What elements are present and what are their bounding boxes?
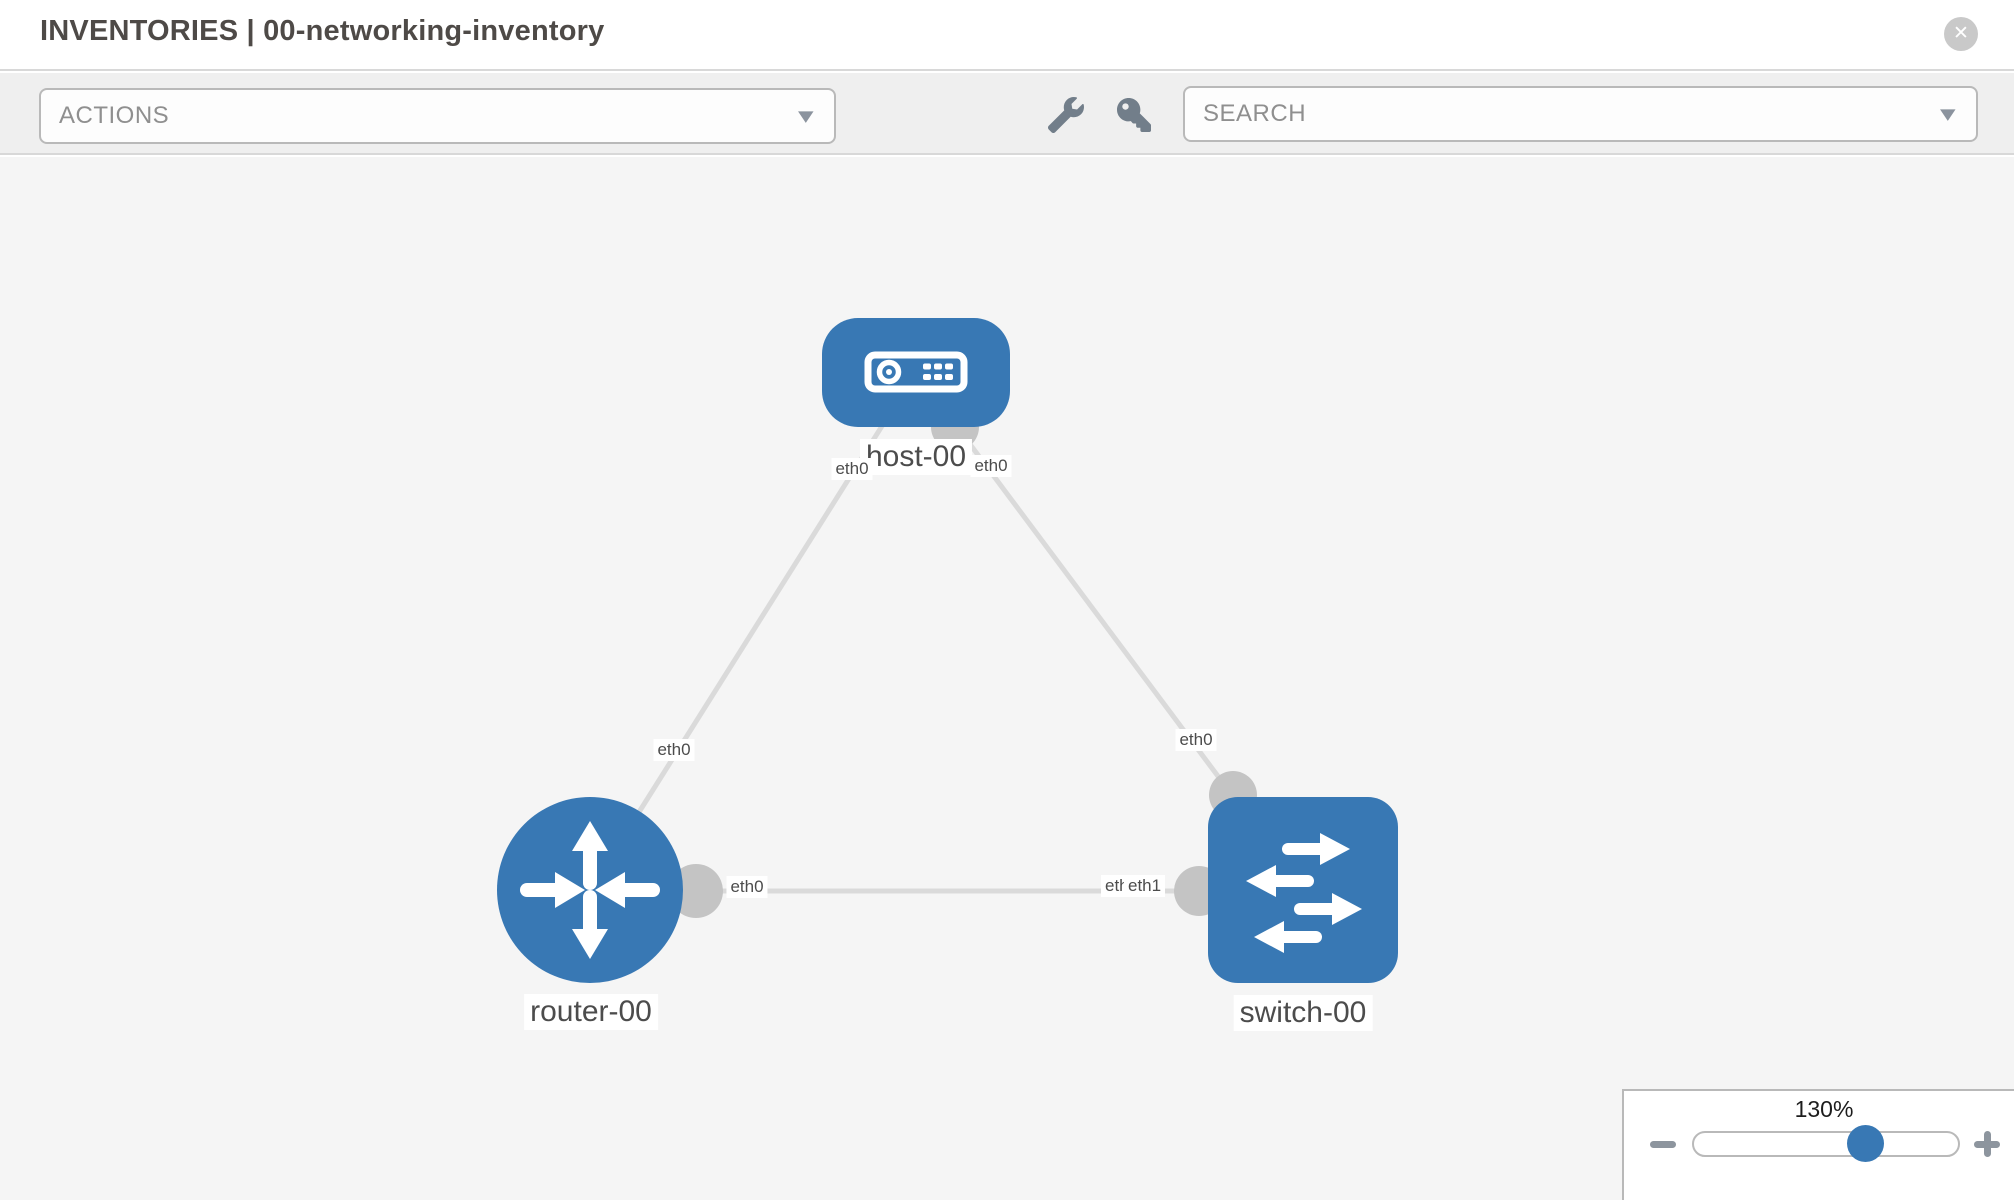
plus-icon-v [1983,1131,1991,1157]
panel-header: INVENTORIES | 00-networking-inventory ✕ [0,0,2014,71]
configure-button[interactable] [1044,95,1088,135]
chevron-down-icon: ▼ [1940,105,1957,123]
actions-dropdown[interactable]: ACTIONS ▼ [39,88,836,144]
node-switch-00[interactable] [1208,797,1398,983]
iface-label-host-right: eth0 [970,455,1012,477]
zoom-level: 130% [1794,1096,1854,1122]
router-icon [520,821,660,959]
switch-icon [1246,833,1362,953]
topology-canvas[interactable]: host-00 router-00 switch-00 eth0 eth0 et… [0,157,2014,1200]
close-button[interactable]: ✕ [1944,17,1978,51]
wrench-icon [1048,97,1084,133]
iface-label-router-top: eth0 [653,739,695,761]
page-title: INVENTORIES | 00-networking-inventory [40,15,605,47]
search-dropdown[interactable]: SEARCH ▼ [1183,86,1978,142]
node-label-host: host-00 [859,439,973,475]
node-host-00[interactable] [822,318,1010,427]
iface-label-router-right: eth0 [726,876,768,898]
chevron-down-icon: ▼ [798,107,815,125]
minus-icon [1650,1141,1676,1148]
key-icon [1117,98,1151,132]
node-router-00[interactable] [497,797,683,983]
node-label-router: router-00 [524,994,658,1030]
iface-label-switch-left-front: eth1 [1124,875,1166,897]
iface-label-switch-top: eth0 [1175,729,1217,751]
node-label-switch: switch-00 [1233,995,1373,1031]
zoom-panel: 130% [1622,1089,2014,1200]
actions-dropdown-label: ACTIONS [59,102,170,129]
zoom-in-button[interactable] [1971,1128,2003,1160]
zoom-out-button[interactable] [1647,1128,1679,1160]
server-icon [864,351,968,393]
links-layer [587,370,1306,918]
close-icon: ✕ [1953,23,1969,44]
search-dropdown-label: SEARCH [1203,100,1307,127]
credentials-button[interactable] [1112,95,1156,135]
zoom-slider-thumb[interactable] [1847,1125,1884,1162]
toolbar: ACTIONS ▼ SEARCH ▼ [0,73,2014,155]
iface-label-host-left: eth0 [831,458,873,480]
zoom-slider-track[interactable] [1692,1125,1960,1162]
